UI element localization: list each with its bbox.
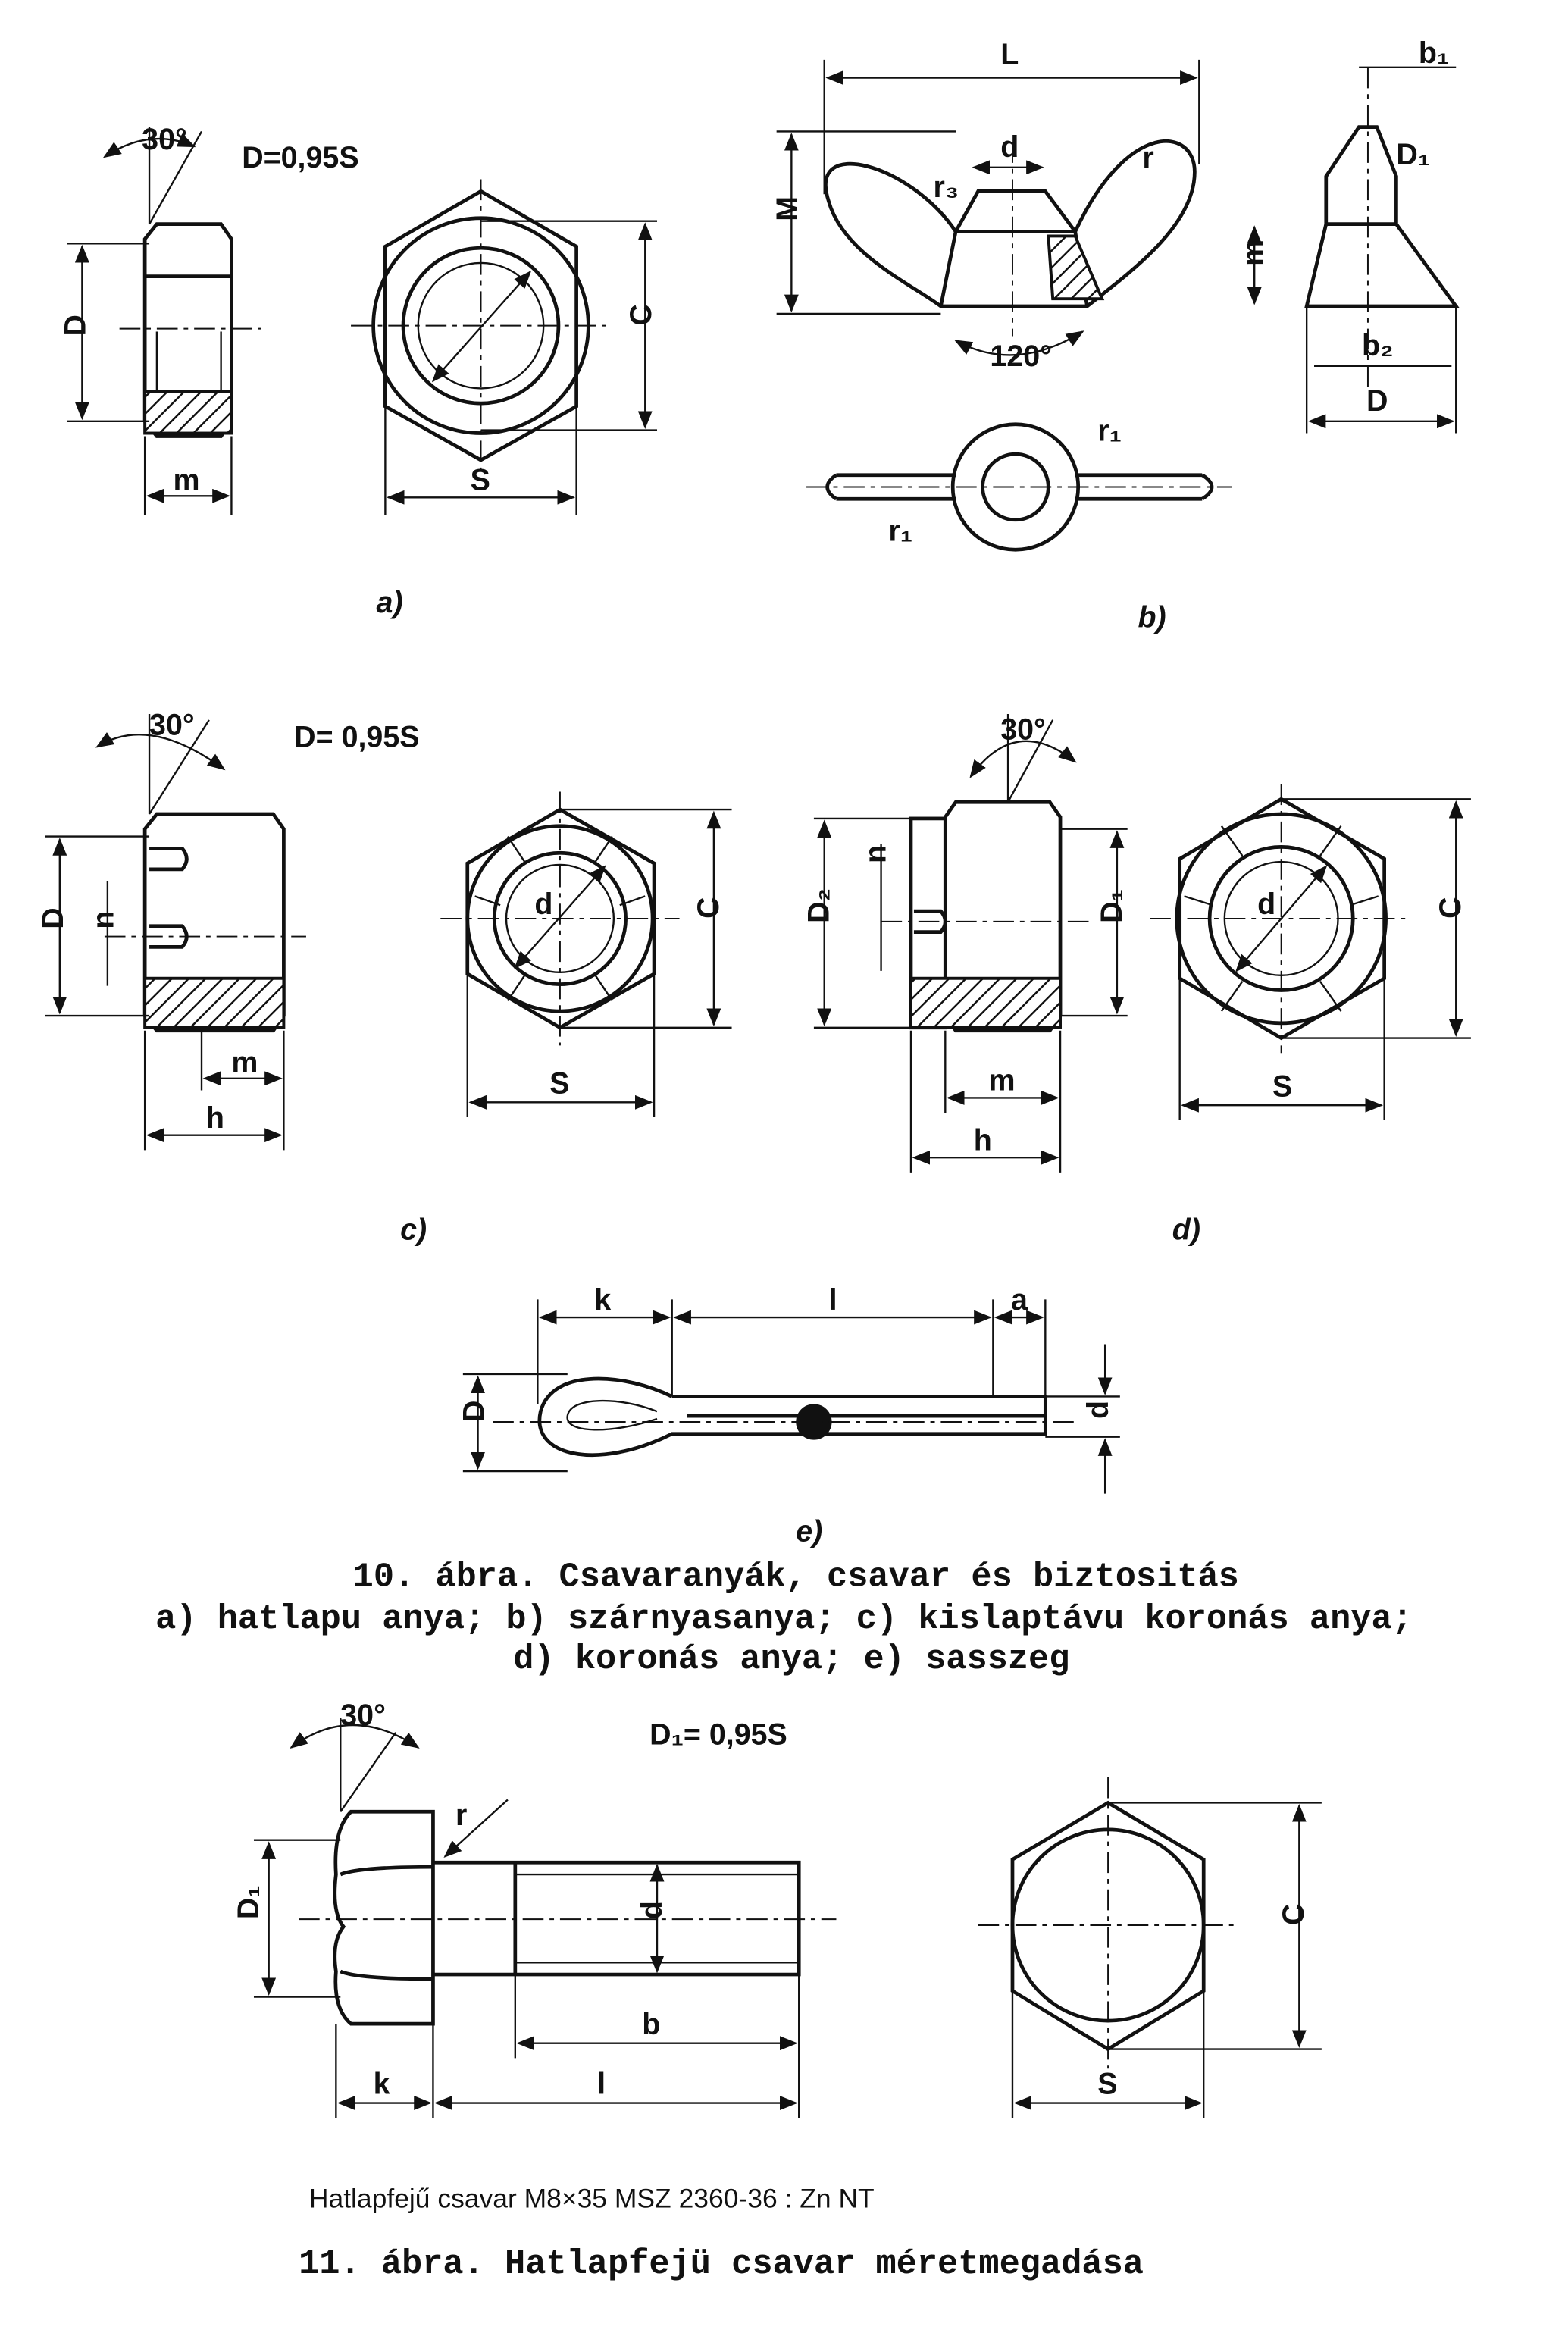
figure-b-wing-nut: L M d r r₃ 120° r₁ r₁ b₁ D₁ m [771,36,1460,634]
dim-C: C [692,897,725,918]
dim-L: L [1000,38,1019,71]
dim-k: k [374,2068,390,2101]
castle-nut-top-view: d C S [1150,784,1471,1120]
dim-h: h [974,1123,992,1157]
dim-D1: D₁ [1396,138,1430,171]
dim-n: n [87,911,120,929]
figure-10-caption: 10. ábra. Csavaranyák, csavar és biztosi… [155,1558,1413,1679]
dim-h: h [206,1101,224,1135]
bolt-head-top-view: C S [978,1777,1322,2118]
angle-label: 30° [149,709,195,742]
dim-m: m [988,1064,1015,1098]
dim-n: n [859,845,892,863]
dim-b2: b₂ [1362,329,1394,362]
dim-d: d [1000,130,1019,164]
dim-C: C [624,304,658,325]
dim-k: k [594,1283,611,1317]
formula-label: D₁= 0,95S [649,1718,787,1752]
dim-S: S [471,463,490,496]
angle-label: 120° [990,340,1051,373]
castle-nut-side-view: 30° D= 0,95S D n m h [36,709,420,1151]
wing-nut-side-view: b₁ D₁ m b₂ D [1237,36,1460,434]
figure-e-cotter-pin: k l a D d e) [457,1283,1120,1548]
dim-D2: D₂ [803,888,836,923]
dim-l: l [829,1283,837,1317]
bolt-designation: Hatlapfejű csavar M8×35 MSZ 2360-36 : Zn… [309,2183,875,2213]
dim-m: m [231,1046,258,1079]
hex-nut-side-view: 30° D=0,95S D m [58,123,359,515]
figure-d-label: d) [1172,1213,1200,1247]
dim-d: d [635,1901,668,1919]
dim-D1: D₁ [232,1885,265,1919]
hex-nut-top-view: C S [351,179,658,515]
dim-D: D [457,1401,490,1422]
castle-nut-top-view: d C S [440,791,732,1118]
wing-nut-top-view: r₁ r₁ [806,414,1232,552]
dim-r: r [455,1799,467,1832]
dim-m: m [174,463,200,496]
figure-c-label: c) [400,1213,427,1247]
figure-a-hex-nut: 30° D=0,95S D m C S a) [58,123,658,619]
dim-M: M [771,196,804,221]
dim-r1-lower: r₁ [888,514,912,547]
dim-b1: b₁ [1419,36,1449,70]
angle-label: 30° [1000,712,1046,746]
caption-line: a) hatlapu anya; b) szárnyasanya; c) kis… [155,1599,1413,1639]
dim-d: d [534,888,552,921]
dim-m: m [1237,240,1270,266]
formula-label: D=0,95S [242,141,358,174]
angle-label: 30° [340,1699,386,1732]
dim-d: d [1257,888,1275,921]
bolt-side-view: 30° D₁= 0,95S r D₁ d b k l [232,1699,837,2118]
dim-a: a [1011,1283,1028,1317]
dim-l: l [597,2068,606,2101]
dim-b: b [642,2008,660,2041]
formula-label: D= 0,95S [294,720,419,753]
dim-d: d [1081,1401,1115,1419]
angle-label: 30° [142,123,187,156]
dim-S: S [549,1066,569,1100]
figure-a-label: a) [377,586,403,619]
dim-S: S [1272,1069,1292,1103]
figure-c-thin-castle-nut: 30° D= 0,95S D n m h d C S c) [36,709,732,1247]
castle-nut-side-view: 30° D₂ n D₁ m h [803,712,1128,1173]
dim-D: D [36,907,70,928]
caption-title: 10. ábra. Csavaranyák, csavar és biztosi… [353,1558,1239,1597]
wing-nut-front-view: L M d r r₃ 120° [771,38,1200,373]
dim-r: r [1142,141,1153,174]
figure-e-label: e) [796,1515,822,1548]
dim-r3: r₃ [934,171,959,204]
dim-C: C [1434,897,1467,918]
dim-D: D [58,315,92,336]
dim-D: D [1366,384,1388,418]
dim-r1: r₁ [1097,414,1122,447]
dim-D1: D₁ [1095,889,1128,923]
caption-line: d) koronás anya; e) sasszeg [513,1639,1069,1679]
figure-b-label: b) [1138,601,1166,634]
dim-S: S [1097,2068,1117,2101]
figure-11-hex-bolt: 30° D₁= 0,95S r D₁ d b k l C S Hatlapfej… [232,1699,1322,2284]
dim-C: C [1277,1904,1310,1925]
figure-11-caption: 11. ábra. Hatlapfejü csavar méretmegadás… [299,2244,1144,2284]
figure-d-castle-nut: 30° D₂ n D₁ m h d C S d) [803,712,1471,1247]
